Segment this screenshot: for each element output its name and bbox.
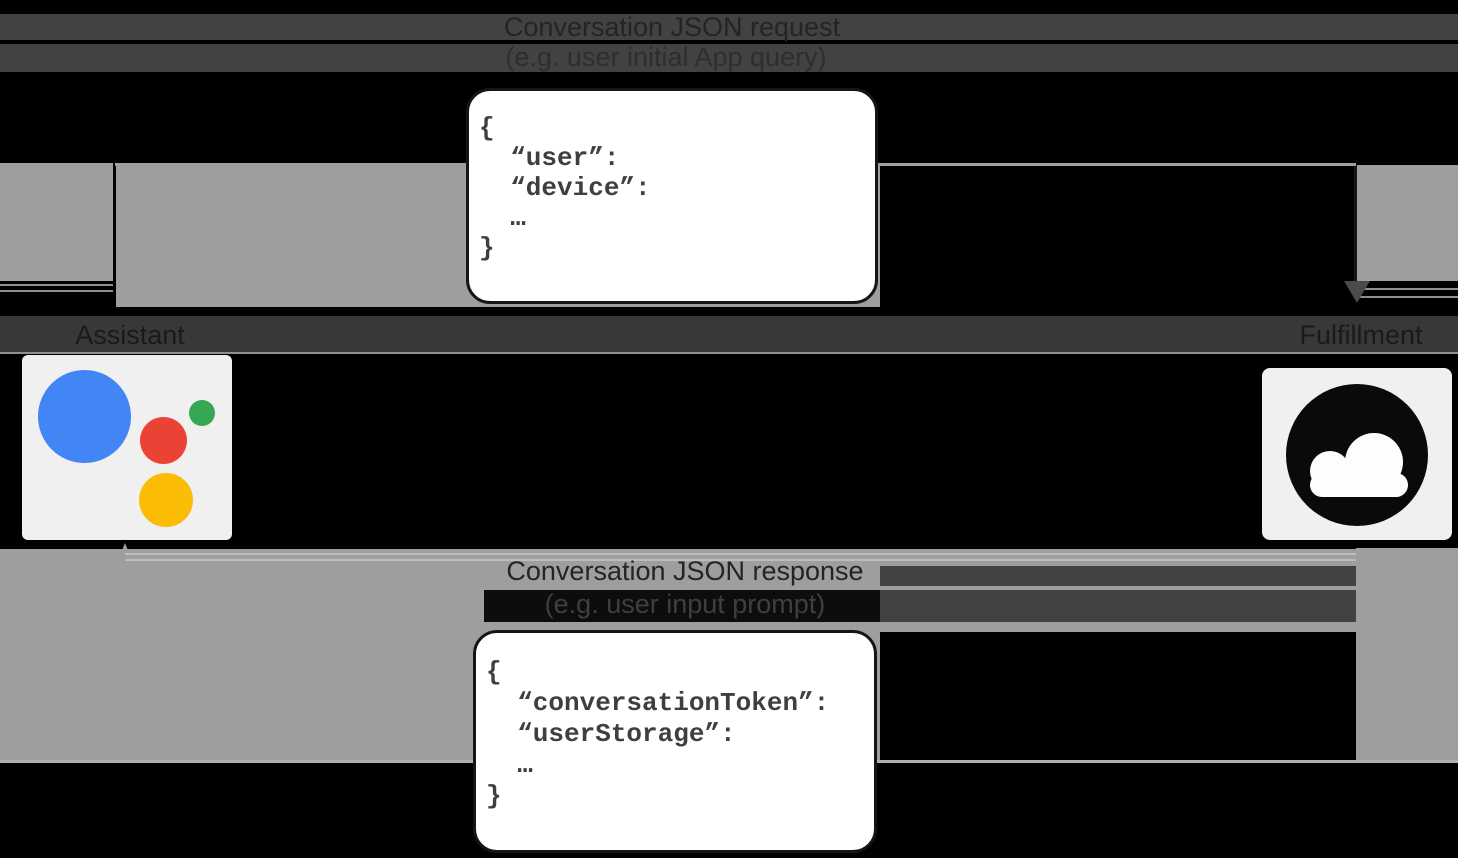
request-arrow-shaft-right	[1357, 165, 1458, 281]
response-arrow-shaft-mid	[880, 586, 1356, 590]
request-arrowhead-down-icon	[1344, 281, 1370, 303]
request-subtitle: (e.g. user initial App query)	[505, 42, 827, 72]
request-arrow-elbow-line	[1354, 166, 1357, 281]
assistant-label: Assistant	[75, 320, 185, 350]
response-arrow-line	[125, 553, 1356, 555]
request-subtitle-band	[0, 44, 1458, 72]
assistant-red-dot	[140, 417, 187, 464]
cloud-icon	[1286, 384, 1428, 526]
endpoint-label-band	[0, 316, 1458, 353]
response-arrow-shaft-right	[1356, 548, 1458, 760]
response-subtitle: (e.g. user input prompt)	[544, 589, 826, 619]
request-arrow-feather	[1360, 288, 1458, 290]
response-subtitle-notch	[484, 590, 880, 622]
response-arrow-shaft-mid	[880, 622, 1356, 632]
request-code: { “user”: “device”: … }	[479, 113, 651, 263]
response-subtitle-band	[880, 590, 1356, 622]
assistant-tile	[22, 355, 232, 540]
request-code-box: { “user”: “device”: … }	[466, 88, 878, 304]
response-title: Conversation JSON response	[506, 556, 864, 586]
request-arrow-feather	[1360, 296, 1458, 298]
request-arrow-shaft-left	[0, 163, 113, 281]
request-arrow-feather	[0, 290, 113, 292]
response-code-box: { “conversationToken”: “userStorage”: … …	[473, 630, 877, 853]
fulfillment-tile	[1262, 368, 1452, 540]
request-title: Conversation JSON request	[503, 12, 841, 42]
assistant-green-dot	[189, 400, 215, 426]
request-arrow-feather	[0, 284, 113, 286]
response-title-band	[880, 566, 1356, 586]
request-title-band	[0, 14, 1458, 40]
google-assistant-logo-icon	[22, 355, 232, 540]
response-arrow-line	[125, 559, 1356, 561]
response-code: { “conversationToken”: “userStorage”: … …	[486, 657, 830, 811]
fulfillment-label: Fulfillment	[1299, 320, 1423, 350]
assistant-blue-dot	[38, 370, 131, 463]
endpoint-band-underline	[0, 352, 1458, 354]
assistant-yellow-dot	[139, 473, 193, 527]
